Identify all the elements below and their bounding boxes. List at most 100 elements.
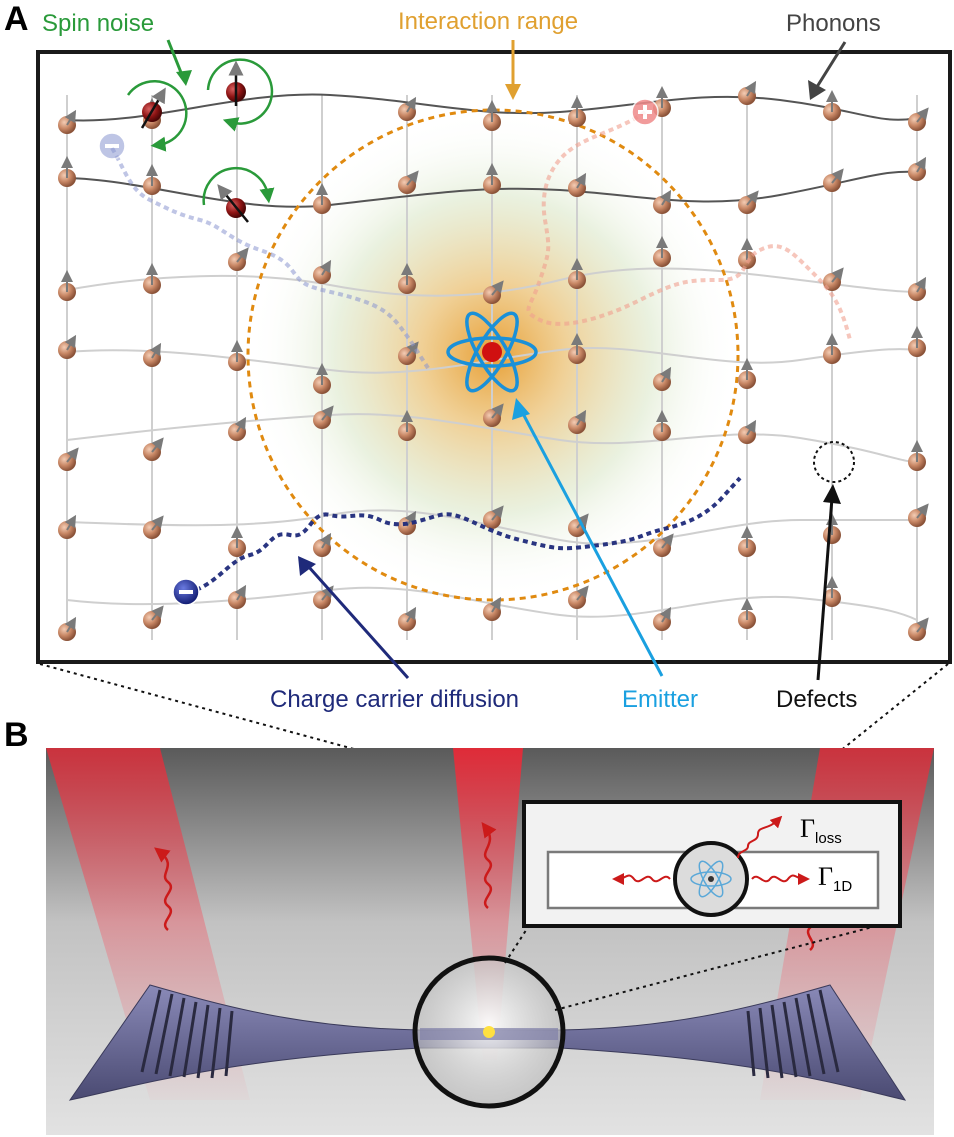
lattice-atom <box>143 515 164 539</box>
lattice-atom <box>313 183 331 214</box>
lattice-atom <box>398 96 417 121</box>
gamma-loss-symbol: Γ <box>800 814 816 843</box>
electron-dark <box>172 578 200 606</box>
lattice-atom <box>313 585 334 609</box>
lattice-atom <box>908 617 929 641</box>
lattice-atom <box>568 585 589 609</box>
label-charge-carrier-diffusion: Charge carrier diffusion <box>270 686 520 713</box>
lattice-atom <box>908 276 927 301</box>
spin-atom <box>202 166 275 223</box>
spin-atom <box>206 58 274 132</box>
lattice-atom <box>483 280 504 304</box>
emitter-dot <box>483 1026 495 1038</box>
lattice-atom <box>58 514 77 539</box>
photon-left <box>154 847 173 931</box>
gamma-loss-subscript: loss <box>815 830 842 848</box>
lattice-atom <box>653 189 672 214</box>
lattice-atom <box>568 258 586 289</box>
lattice-atom <box>58 109 77 134</box>
annotation-arrows <box>166 39 847 681</box>
label-spin-noise: Spin noise <box>42 10 155 37</box>
lattice-atoms <box>58 80 929 641</box>
lattice-atom <box>143 437 164 461</box>
lattice-atom <box>908 440 926 471</box>
lattice-atom <box>228 247 249 271</box>
lattice-atom <box>58 447 79 471</box>
lattice-atom <box>58 616 77 641</box>
lattice-atom <box>568 409 587 434</box>
lattice-atom <box>908 107 929 131</box>
lattice-atom <box>58 270 76 301</box>
lattice-atom <box>823 333 841 364</box>
lattice-atom <box>58 334 77 359</box>
label-gamma-loss: Γloss <box>800 814 842 847</box>
lattice-atom <box>738 190 759 214</box>
lattice-atom <box>653 533 674 557</box>
lattice-atom <box>653 410 671 441</box>
emitter-arrow <box>518 407 664 677</box>
lattice-atom <box>738 526 756 557</box>
lattice-atom <box>908 503 929 527</box>
lattice-atom <box>908 156 927 181</box>
photon-center <box>481 821 497 909</box>
lattice-atom <box>313 259 332 284</box>
label-emitter: Emitter <box>622 686 699 713</box>
lattice-atom <box>398 263 416 294</box>
lattice-atom <box>908 326 926 357</box>
lattice-atom <box>738 80 757 105</box>
lattice-atom <box>143 605 164 629</box>
magnifier <box>412 955 566 1109</box>
lattice-atom <box>568 172 587 197</box>
label-interaction-range: Interaction range <box>398 8 579 35</box>
lattice-atom <box>653 366 672 391</box>
lattice-atom <box>398 341 419 365</box>
panel-a-letter: A <box>4 0 29 38</box>
label-phonons: Phonons <box>786 10 881 37</box>
spin-noise-atoms <box>126 58 275 223</box>
hole-path <box>526 110 852 341</box>
lattice-atom <box>738 358 756 389</box>
spin-atom <box>126 79 188 152</box>
lattice-atom <box>398 606 417 631</box>
lattice-atom <box>143 263 161 294</box>
lattice-atom <box>653 606 672 631</box>
gamma-1d-subscript: 1D <box>833 878 853 896</box>
magnifier-zoom-lines <box>504 923 885 1011</box>
grating-left <box>140 989 234 1079</box>
lattice-atom <box>483 403 504 427</box>
lattice-atom <box>823 576 841 607</box>
lattice-atom <box>483 596 502 621</box>
lattice-atom <box>823 168 844 192</box>
gamma-1d-symbol: Γ <box>818 862 834 891</box>
lattice-atom <box>313 532 332 557</box>
lattice-atom <box>738 419 757 444</box>
lattice-atom <box>738 598 756 629</box>
hole <box>631 98 659 126</box>
lattice-atom <box>228 340 246 371</box>
lattice-atom <box>228 416 247 441</box>
grating-right <box>746 989 840 1079</box>
lattice-atom <box>653 236 671 267</box>
lattice-atom <box>823 90 841 121</box>
inset-emitter-icon <box>690 860 732 898</box>
charge-paths <box>110 110 852 592</box>
panel-b-letter: B <box>4 716 29 754</box>
lattice-atom <box>568 333 586 364</box>
lattice-atom <box>483 163 501 194</box>
label-defects: Defects <box>776 686 858 713</box>
beam-center <box>453 748 523 1060</box>
lattice-atom <box>398 410 416 441</box>
lattice-atom <box>568 96 586 127</box>
lattice-atom <box>483 100 501 131</box>
charge-diffusion-arrow <box>306 565 410 679</box>
interaction-range-circle <box>246 108 740 602</box>
lattice-atom <box>58 156 76 187</box>
label-gamma-1d: Γ1D <box>818 862 852 895</box>
lattice-atom <box>313 405 334 429</box>
light-electron-path <box>110 146 430 370</box>
emitter-atom <box>446 311 538 393</box>
photon-loss <box>737 815 783 859</box>
inset-photons <box>612 815 810 885</box>
phonons-arrow <box>813 41 847 91</box>
